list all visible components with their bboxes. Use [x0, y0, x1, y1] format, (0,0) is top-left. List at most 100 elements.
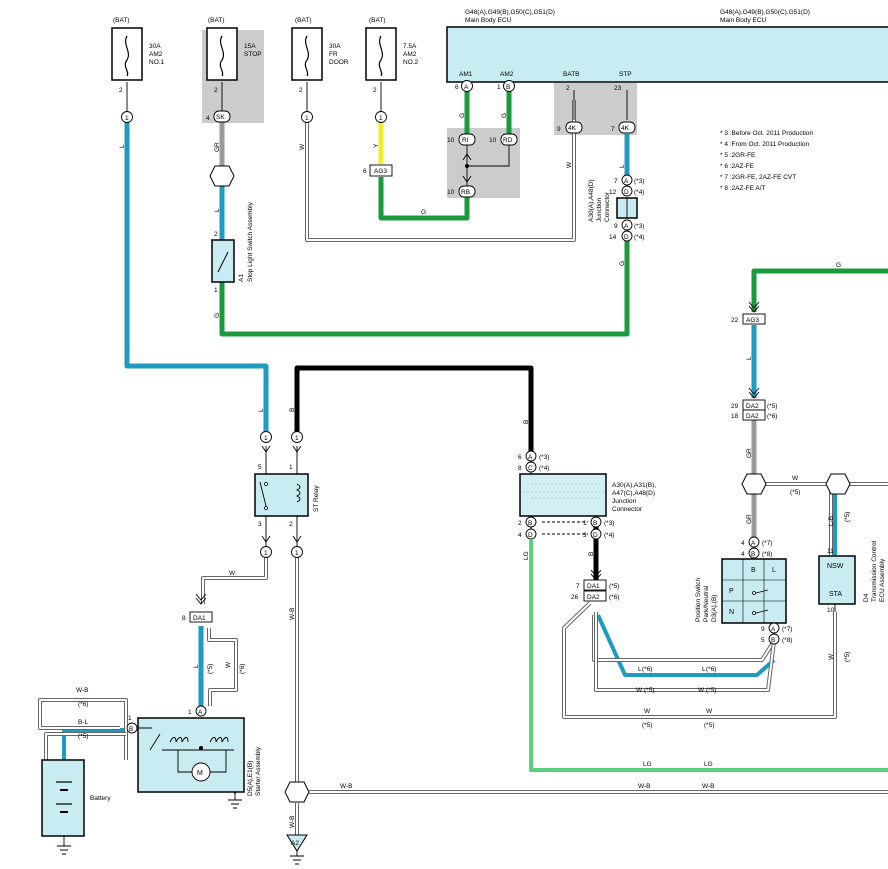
svg-text:(*7): (*7)	[782, 626, 792, 633]
svg-text:LG: LG	[704, 761, 713, 768]
stop-light-switch: 2 1 A1 Stop Light Switch Assembly	[209, 165, 254, 294]
svg-text:(*6): (*6)	[609, 594, 619, 601]
svg-text:(*3): (*3)	[604, 520, 614, 527]
svg-text:Position Switch: Position Switch	[695, 578, 702, 622]
svg-text:2: 2	[566, 85, 570, 92]
svg-text:12: 12	[609, 189, 617, 196]
svg-text:B: B	[523, 420, 530, 424]
svg-text:W-B: W-B	[340, 783, 353, 790]
fuse-fr-door: (BAT) 30A FR DOOR	[291, 17, 349, 81]
svg-text:A30(A),A48(D): A30(A),A48(D)	[588, 179, 595, 222]
svg-text:D3(A),(B): D3(A),(B)	[711, 595, 718, 622]
svg-text:DA1: DA1	[193, 615, 206, 622]
footnotes: * 3 :Before Oct. 2011 Production * 4 :Fr…	[720, 130, 813, 192]
svg-text:1: 1	[305, 115, 309, 122]
transmission-control-ecu: 11 NSW STA 10 D4 Transmission Control EC…	[818, 540, 886, 662]
svg-text:W: W	[706, 708, 713, 715]
svg-text:RB: RB	[461, 189, 470, 196]
svg-text:GR: GR	[746, 514, 753, 524]
svg-text:(*8): (*8)	[782, 637, 792, 644]
note: * 4 :From Oct. 2011 Production	[720, 141, 809, 148]
svg-text:DA1: DA1	[587, 583, 600, 590]
note: * 3 :Before Oct. 2011 Production	[720, 130, 813, 137]
svg-text:L: L	[119, 144, 126, 148]
svg-text:8: 8	[518, 465, 522, 472]
svg-text:Connector: Connector	[612, 506, 643, 513]
wire-g-switch-to-stp	[219, 240, 630, 337]
svg-text:D: D	[528, 532, 533, 539]
svg-text:ST Relay: ST Relay	[313, 485, 320, 512]
svg-text:2: 2	[119, 87, 123, 94]
svg-text:9: 9	[557, 126, 561, 133]
svg-text:W: W	[229, 570, 236, 577]
fuse-source: (BAT)	[295, 17, 312, 24]
svg-text:7: 7	[614, 178, 618, 185]
svg-text:4K: 4K	[568, 125, 577, 132]
svg-text:1: 1	[264, 550, 268, 557]
connector-right-ag3-da2: AG3 22 L DA2 DA2 29 18 (*5) (*6) GR GR	[731, 301, 777, 524]
svg-text:D: D	[593, 532, 598, 539]
wire-g-right-top	[751, 268, 888, 312]
fuse-rating: 30A	[149, 43, 161, 50]
svg-text:L: L	[746, 356, 753, 360]
connector-da1-left: DA1 8 L (*5) W (*6)	[182, 593, 246, 674]
svg-text:18: 18	[731, 413, 739, 420]
svg-text:6: 6	[455, 84, 459, 91]
svg-text:2: 2	[214, 87, 218, 94]
ecu-left-header-2: Main Body ECU	[465, 17, 512, 24]
fuse-rating: 30A	[329, 43, 341, 50]
svg-text:(*5): (*5)	[609, 583, 619, 590]
svg-text:1: 1	[214, 287, 218, 294]
svg-text:(*3): (*3)	[634, 178, 644, 185]
svg-text:W: W	[225, 661, 232, 668]
wire-b-st-relay-to-junction	[294, 365, 534, 452]
ecu-right-header-1: G48(A),G49(B),G50(C),G51(D)	[720, 9, 810, 16]
svg-text:1: 1	[188, 709, 192, 716]
fuse-name2: NO.1	[149, 59, 165, 66]
svg-text:1: 1	[264, 435, 268, 442]
svg-text:(*3): (*3)	[634, 223, 644, 230]
fuse-name2: DOOR	[329, 59, 349, 66]
svg-text:(*6): (*6)	[78, 701, 88, 708]
svg-text:G: G	[421, 209, 426, 216]
starter-assembly: A 1 B 1 M D5(A),E1(B) Starter Assembly	[126, 705, 262, 809]
svg-text:(*5): (*5)	[78, 733, 88, 740]
svg-text:W-B: W-B	[702, 783, 715, 790]
svg-text:RD: RD	[503, 137, 513, 144]
svg-text:RI: RI	[462, 137, 469, 144]
svg-text:W: W	[566, 161, 573, 168]
svg-text:7: 7	[611, 126, 615, 133]
ecu-pin-stp: STP	[619, 71, 632, 78]
svg-text:A: A	[751, 540, 756, 547]
svg-text:B: B	[593, 520, 597, 527]
svg-text:W: W	[792, 475, 799, 482]
svg-text:6: 6	[518, 454, 522, 461]
fuse-name1: AM2	[149, 51, 163, 58]
svg-text:G: G	[459, 113, 466, 118]
svg-text:L: L	[214, 208, 221, 212]
svg-text:(*8): (*8)	[762, 551, 772, 558]
svg-text:22: 22	[731, 317, 739, 324]
fuse-am2-no2: (BAT) 7.5A AM2 NO.2	[365, 17, 419, 81]
svg-text:(*6): (*6)	[767, 413, 777, 420]
svg-text:23: 23	[614, 85, 622, 92]
svg-text:A30(A),A31(B),: A30(A),A31(B),	[612, 482, 656, 489]
svg-text:(*5): (*5)	[844, 652, 851, 662]
svg-text:L: L	[258, 408, 265, 412]
svg-text:5: 5	[761, 637, 765, 644]
svg-text:G: G	[214, 313, 221, 318]
top-pins: 1 2 SK 4 2 1 2 1 2 A 6 B 1 2 23 4K 9 4K …	[119, 80, 636, 134]
svg-text:(*4): (*4)	[539, 465, 549, 472]
svg-text:B: B	[588, 552, 595, 556]
ecu-right-header-2: Main Body ECU	[720, 17, 767, 24]
wire-labels-top: L GR L G W Y G G G W L G G L B B	[119, 113, 841, 424]
svg-text:W: W	[644, 708, 651, 715]
junction-connector-mid: A C 6 8 (*3) (*4) A30(A),A31(B), A47(C),…	[518, 450, 656, 560]
note: * 5 :2GR-FE	[720, 152, 756, 159]
svg-text:26: 26	[571, 594, 579, 601]
svg-text:5: 5	[258, 464, 262, 471]
svg-text:1: 1	[128, 715, 132, 722]
park-neutral-position-switch: A B 4 4 (*7) (*8) B L P N D3(A),(B) Park…	[695, 536, 792, 645]
svg-text:DA2: DA2	[587, 594, 600, 601]
